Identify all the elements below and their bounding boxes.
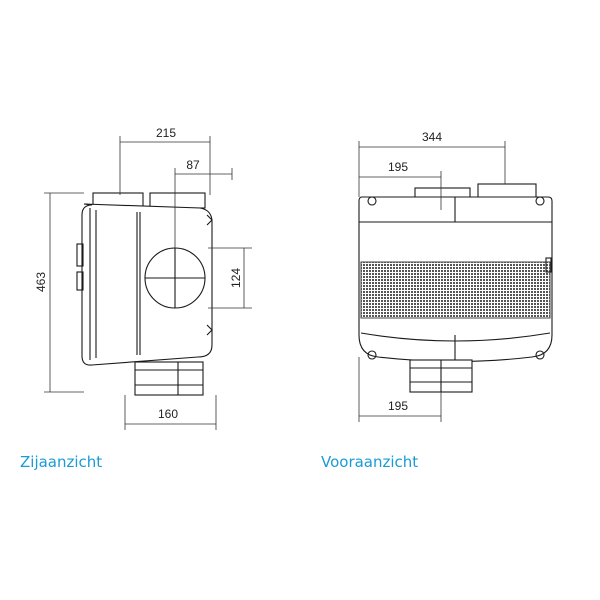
side-front-panel — [89, 208, 97, 360]
side-view — [76, 192, 213, 396]
front-view — [358, 183, 553, 393]
dim-side-height: 463 — [34, 272, 48, 292]
side-tab-lower — [76, 271, 84, 291]
dim-side-bottom-spigot: 160 — [158, 407, 178, 421]
front-grille — [360, 261, 551, 319]
dim-side-depth-total: 215 — [156, 126, 176, 140]
front-side-tab — [545, 257, 552, 273]
side-fitting-bottom — [206, 324, 213, 336]
front-screw-bottom-right — [535, 350, 545, 360]
side-view-caption: Zijaanzicht — [20, 453, 103, 471]
dim-side-round-opening: 124 — [229, 268, 243, 288]
side-tab-upper — [76, 243, 84, 267]
front-screw-top-left — [367, 196, 377, 206]
dim-front-bottom-spigot-offset: 195 — [388, 399, 408, 413]
side-dimensions — [44, 136, 252, 430]
front-lower-band — [360, 332, 551, 342]
front-view-caption: Vooraanzicht — [321, 453, 419, 471]
side-fitting-top — [206, 214, 213, 226]
front-screw-top-right — [535, 196, 545, 206]
dim-front-width: 344 — [422, 130, 442, 144]
front-screw-bottom-left — [367, 350, 377, 360]
front-dimensions — [358, 141, 506, 422]
side-housing — [81, 203, 213, 366]
dim-front-top-spigot-offset: 195 — [388, 160, 408, 174]
side-bottom-spigot — [134, 361, 204, 396]
dim-side-spigot-offset: 87 — [186, 158, 200, 172]
side-top-spigot-right — [149, 192, 206, 209]
